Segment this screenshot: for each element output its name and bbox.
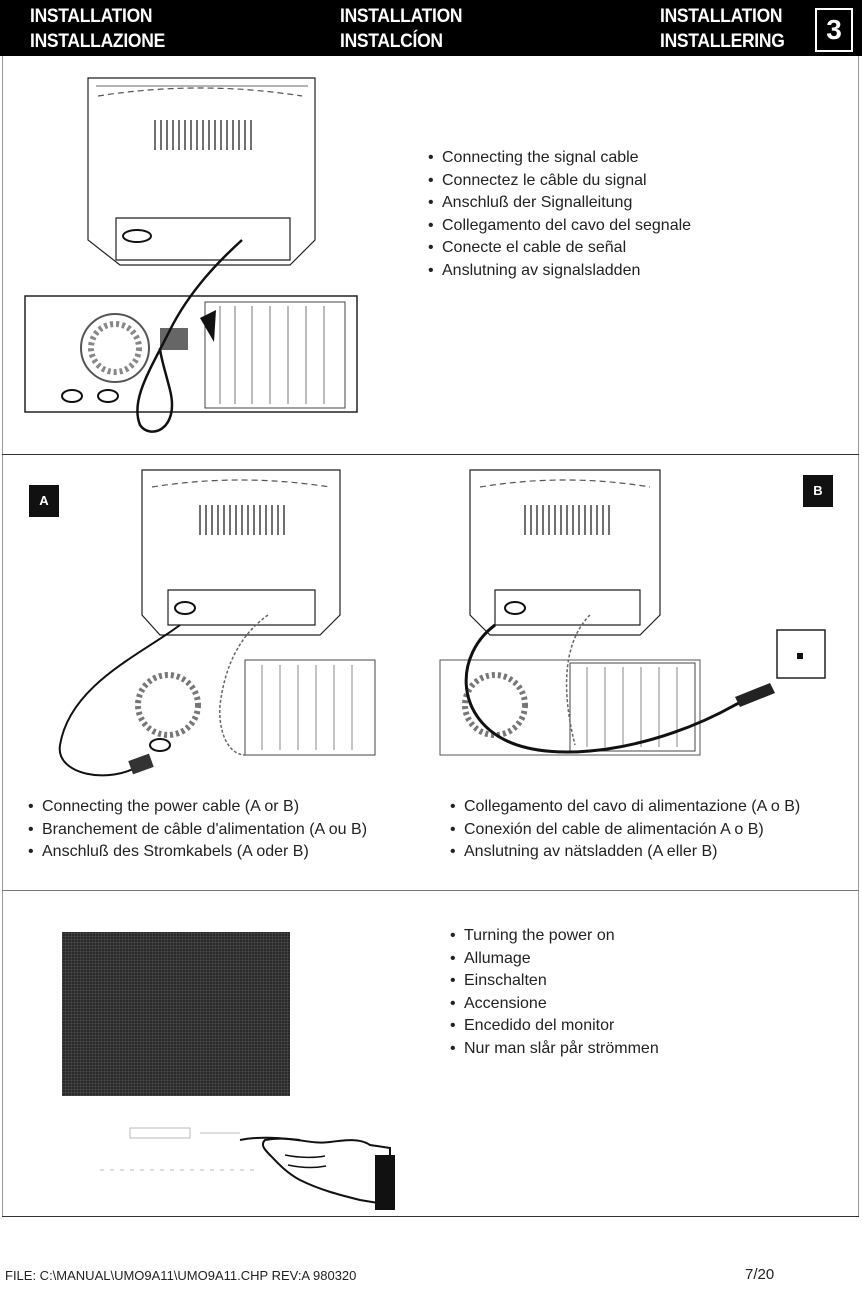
list-item: Anschluß der Signalleitung	[428, 192, 691, 215]
hand-pressing-power-illustration	[100, 1127, 395, 1210]
section-divider-1	[2, 454, 859, 455]
section-divider-2	[2, 890, 859, 891]
left-border	[2, 56, 3, 1216]
list-item: Anslutning av signalsladden	[428, 260, 691, 283]
power-cable-illustration-b	[439, 469, 826, 756]
monitor-screen-illustration	[62, 932, 290, 1096]
list-item: Turning the power on	[450, 925, 659, 948]
header-bar: INSTALLATION INSTALLAZIONE INSTALLATION …	[0, 0, 862, 56]
section-divider-3	[2, 1216, 859, 1217]
list-item: Accensione	[450, 993, 659, 1016]
list-item: Anschluß des Stromkabels (A oder B)	[28, 841, 367, 864]
list-item: Connecting the signal cable	[428, 147, 691, 170]
footer-file-path: FILE: C:\MANUAL\UMO9A11\UMO9A11.CHP REV:…	[5, 1268, 357, 1283]
header-col-2: INSTALLATION INSTALCÍON	[340, 4, 463, 54]
signal-cable-list: Connecting the signal cable Connectez le…	[428, 147, 691, 282]
signal-cable-illustration	[24, 77, 358, 433]
right-border	[858, 56, 859, 1216]
list-item: Anslutning av nätsladden (A eller B)	[450, 841, 800, 864]
list-item: Encedido del monitor	[450, 1015, 659, 1038]
header-title-sv: INSTALLERING	[660, 31, 785, 52]
header-title-it: INSTALLAZIONE	[30, 31, 165, 52]
list-item: Nur man slår pår strömmen	[450, 1038, 659, 1061]
list-item: Collegamento del cavo del segnale	[428, 215, 691, 238]
header-col-3: INSTALLATION INSTALLERING	[660, 4, 785, 54]
list-item: Einschalten	[450, 970, 659, 993]
power-cable-illustration-a	[58, 469, 376, 777]
label-a: A	[29, 485, 59, 517]
list-item: Conexión del cable de alimentación A o B…	[450, 819, 800, 842]
header-title-de: INSTALLATION	[660, 6, 783, 27]
label-b: B	[803, 475, 833, 507]
header-title-fr: INSTALLATION	[340, 6, 463, 27]
power-on-list: Turning the power on Allumage Einschalte…	[450, 925, 659, 1060]
power-cable-list-right: Collegamento del cavo di alimentazione (…	[450, 796, 800, 864]
header-col-1: INSTALLATION INSTALLAZIONE	[30, 4, 165, 54]
header-title-es: INSTALCÍON	[340, 31, 443, 52]
list-item: Connecting the power cable (A or B)	[28, 796, 367, 819]
section-number-badge: 3	[815, 8, 853, 52]
power-cable-list-left: Connecting the power cable (A or B) Bran…	[28, 796, 367, 864]
footer-page-number: 7/20	[745, 1266, 775, 1283]
list-item: Allumage	[450, 948, 659, 971]
list-item: Conecte el cable de señal	[428, 237, 691, 260]
list-item: Connectez le câble du signal	[428, 170, 691, 193]
list-item: Branchement de câble d'alimentation (A o…	[28, 819, 367, 842]
list-item: Collegamento del cavo di alimentazione (…	[450, 796, 800, 819]
header-title-en: INSTALLATION	[30, 6, 153, 27]
